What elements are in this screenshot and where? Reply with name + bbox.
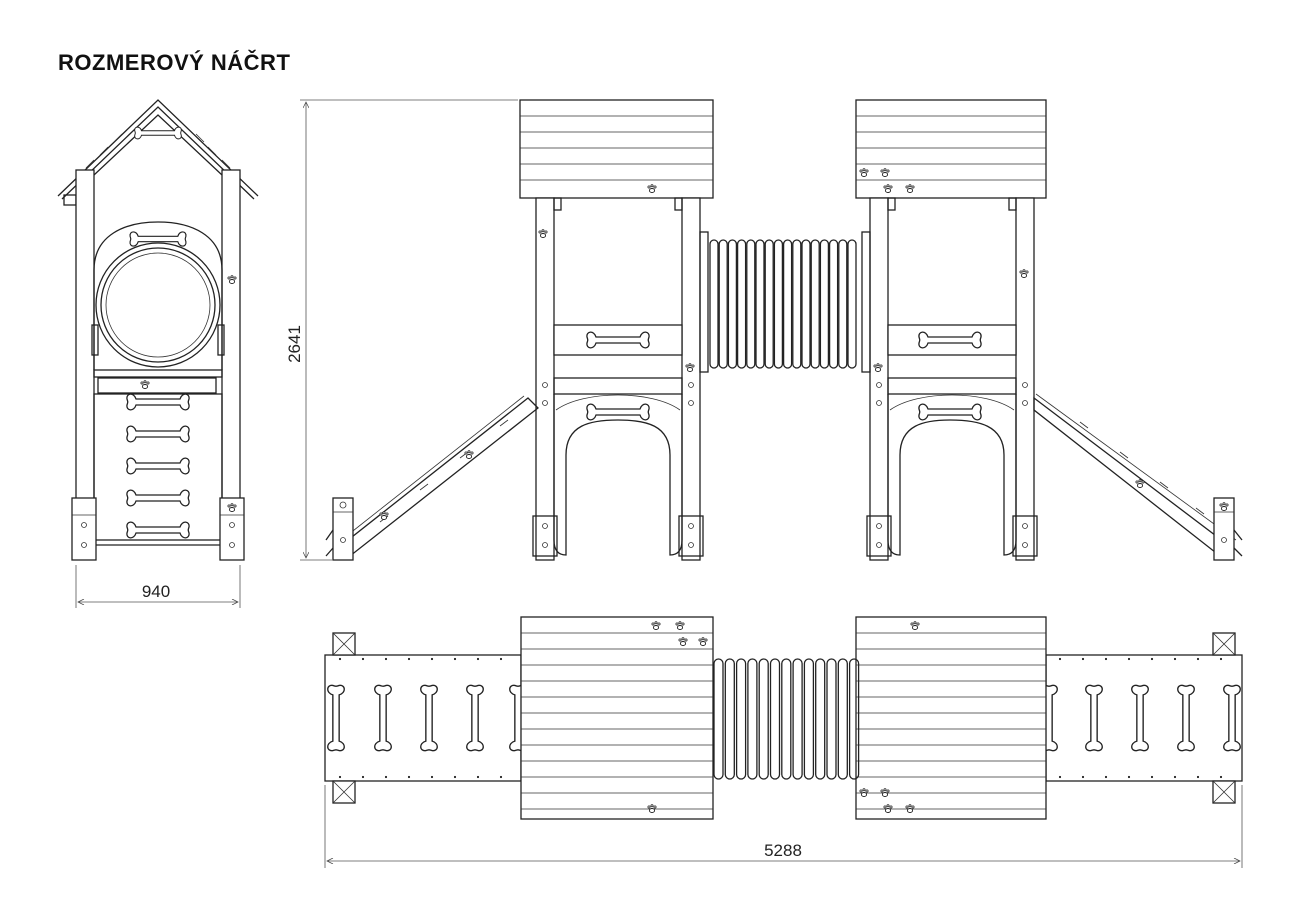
paw-print-icon xyxy=(140,380,150,389)
side-view xyxy=(325,99,1243,561)
tunnel-rib xyxy=(801,239,811,369)
tunnel-rib xyxy=(826,658,837,780)
bone-icon xyxy=(466,684,484,752)
length-dimension: 5288 xyxy=(324,785,1243,868)
tunnel-rib xyxy=(746,239,756,369)
bone-icon xyxy=(918,403,982,421)
bone-icon xyxy=(126,489,190,507)
tunnel-rib xyxy=(718,239,728,369)
tunnel-rib xyxy=(709,239,719,369)
bone-icon xyxy=(327,684,345,752)
front-width-dimension: 940 xyxy=(75,565,241,608)
bone-icon xyxy=(126,457,190,475)
tunnel-rib xyxy=(735,658,747,780)
tunnel-rib xyxy=(815,658,826,780)
paw-print-icon xyxy=(464,450,474,459)
height-label: 2641 xyxy=(285,325,304,363)
tunnel-rib xyxy=(782,239,793,369)
tunnel-rib xyxy=(803,658,815,780)
tunnel-rib xyxy=(758,658,769,780)
tunnel-rib xyxy=(713,658,724,780)
height-dimension: 2641 xyxy=(285,99,518,561)
tunnel-rib xyxy=(755,239,765,369)
tunnel-rib xyxy=(792,239,802,369)
bone-icon xyxy=(1177,684,1195,752)
bone-icon xyxy=(1131,684,1149,752)
length-label: 5288 xyxy=(764,841,802,860)
tunnel-rib xyxy=(773,239,784,369)
tunnel-rib xyxy=(837,658,848,780)
bone-icon xyxy=(420,684,438,752)
tunnel-rib xyxy=(769,658,781,780)
paw-print-icon xyxy=(379,511,389,520)
bone-icon xyxy=(374,684,392,752)
top-view xyxy=(324,616,1243,820)
bone-icon xyxy=(129,231,187,247)
corner-post xyxy=(332,632,1236,804)
page-title: ROZMEROVÝ NÁČRT xyxy=(58,50,291,75)
bone-icon xyxy=(126,425,190,443)
tunnel-rib xyxy=(736,239,747,369)
bone-icon xyxy=(1085,684,1103,752)
tunnel-rib xyxy=(819,239,830,369)
bone-icon xyxy=(1223,684,1241,752)
bone-icon xyxy=(586,403,650,421)
tunnel-rib xyxy=(847,239,857,369)
tunnel-rib xyxy=(792,658,803,780)
bone-icon xyxy=(134,126,182,140)
paw-print-icon xyxy=(1135,479,1145,488)
tunnel-rib xyxy=(828,239,839,369)
tunnel-rib xyxy=(781,658,792,780)
front-view xyxy=(57,99,259,561)
tunnel-rib xyxy=(727,239,738,369)
tunnel-rib xyxy=(838,239,848,369)
tunnel-rib xyxy=(724,658,735,780)
tunnel-rib xyxy=(747,658,758,780)
tunnel-rib xyxy=(848,658,860,780)
front-width-label: 940 xyxy=(142,582,170,601)
tunnel-rib xyxy=(810,239,820,369)
bone-icon xyxy=(126,393,190,411)
bone-icon xyxy=(126,521,190,539)
tunnel-rib xyxy=(764,239,774,369)
